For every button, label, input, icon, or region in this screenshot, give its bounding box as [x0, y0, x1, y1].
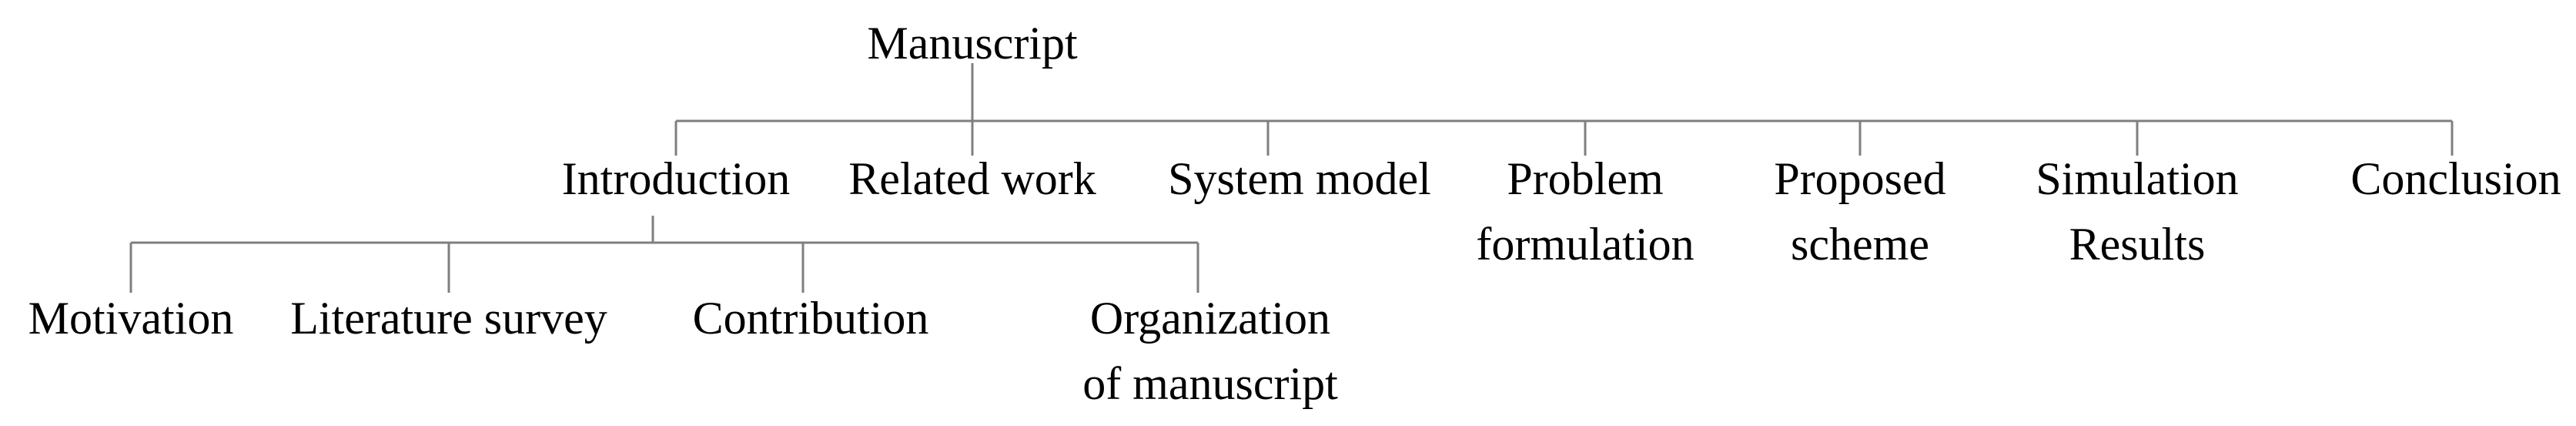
section-label-problem-formulation-line2: formulation — [1476, 219, 1694, 270]
section-label-related-work: Related work — [848, 153, 1096, 204]
root-label: Manuscript — [867, 18, 1078, 69]
introduction-connectors — [129, 216, 1199, 293]
section-label-simulation-results-line2: Results — [2069, 219, 2206, 270]
section-label-proposed-scheme-line2: scheme — [1791, 219, 1929, 270]
introduction-child-labels: Motivation Literature survey Contributio… — [28, 293, 1338, 409]
section-labels: Introduction Related work System model P… — [562, 153, 2561, 270]
child-label-contribution: Contribution — [693, 293, 929, 344]
root-connectors — [674, 63, 2454, 156]
section-label-simulation-results: Simulation — [2036, 153, 2238, 204]
section-label-proposed-scheme: Proposed — [1774, 153, 1945, 204]
section-label-conclusion: Conclusion — [2350, 153, 2561, 204]
section-label-introduction: Introduction — [562, 153, 791, 204]
child-label-literature-survey: Literature survey — [290, 293, 607, 344]
child-label-organization-of-manuscript: Organization — [1090, 293, 1330, 344]
child-label-organization-of-manuscript-line2: of manuscript — [1082, 358, 1338, 409]
section-label-problem-formulation: Problem — [1507, 153, 1663, 204]
child-label-motivation: Motivation — [28, 293, 234, 344]
section-label-system-model: System model — [1168, 153, 1431, 204]
